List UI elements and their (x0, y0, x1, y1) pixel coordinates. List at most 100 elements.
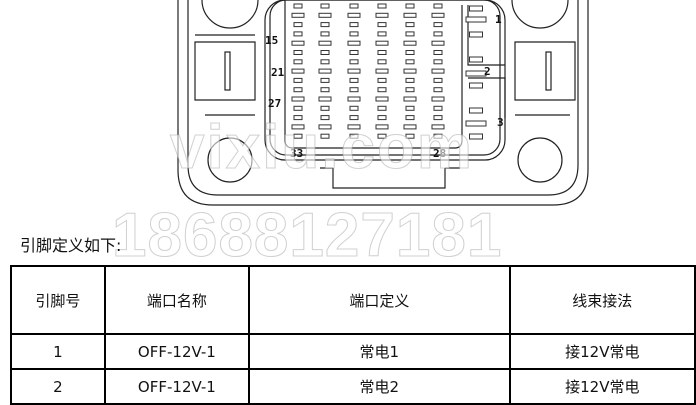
pin-slot (347, 124, 361, 130)
pin-slot (318, 40, 332, 46)
pin-slot (375, 124, 389, 130)
power-pin-slot (469, 31, 483, 38)
table-row: 2 OFF-12V-1 常电2 接12V常电 (10, 368, 696, 405)
pin-label-28: 28 (433, 147, 446, 160)
pin-slot (293, 31, 303, 37)
pin-slot (320, 115, 330, 121)
pin-slot (291, 124, 305, 130)
pin-slot (377, 22, 387, 28)
pin-slot (349, 105, 359, 111)
pin-slot (405, 31, 415, 37)
pin-slot (320, 22, 330, 28)
pin-slot (377, 3, 387, 9)
pin-slot (431, 12, 445, 18)
cell-port-definition: 常电1 (248, 333, 511, 370)
pin-slot (405, 50, 415, 55)
pin-slot (320, 133, 330, 139)
pin-label-1: 1 (495, 13, 502, 26)
pin-slot (405, 133, 415, 139)
pin-slot (375, 40, 389, 46)
pin-slot (293, 133, 303, 139)
pin-slot (377, 133, 387, 139)
pin-slot (320, 3, 330, 9)
pin-slot (377, 105, 387, 111)
pin-slot (405, 105, 415, 111)
pin-slot (403, 68, 417, 74)
pin-slot (377, 50, 387, 55)
pin-slot (291, 12, 305, 18)
pin-slot (293, 115, 303, 121)
pin-slot (433, 77, 443, 83)
pin-slot (349, 115, 359, 121)
pin-slot (405, 59, 415, 65)
pin-label-27: 27 (268, 97, 281, 110)
pin-slot (433, 31, 443, 37)
pin-slot (347, 12, 361, 18)
connector-housing-outline (177, 0, 589, 206)
pin-definition-caption: 引脚定义如下: (20, 236, 122, 255)
power-pin-slot (465, 70, 487, 77)
connector-pinout-diagram: 1 2 3 15 21 27 33 28 (177, 0, 589, 206)
pin-slot (375, 12, 389, 18)
table-row: 1 OFF-12V-1 常电1 接12V常电 (10, 333, 696, 370)
header-port-definition: 端口定义 (248, 265, 511, 335)
pin-slot (347, 40, 361, 46)
pin-slot (349, 22, 359, 28)
pin-slot (403, 96, 417, 102)
pin-slot (293, 3, 303, 9)
power-pin-slot (465, 16, 487, 23)
pin-slot (293, 59, 303, 65)
pin-slot (377, 59, 387, 65)
pin-slot (349, 59, 359, 65)
pin-label-3: 3 (497, 116, 504, 129)
pin-slot (318, 68, 332, 74)
table-header-row: 引脚号 端口名称 端口定义 线束接法 (10, 265, 696, 335)
pin-slot (318, 96, 332, 102)
pin-slot (431, 68, 445, 74)
pin-slot (375, 68, 389, 74)
pin-slot (320, 59, 330, 65)
pin-slot (433, 59, 443, 65)
cell-pin-number: 2 (10, 368, 106, 405)
pin-slot (291, 40, 305, 46)
pin-slot (320, 105, 330, 111)
pin-slot (405, 3, 415, 9)
cell-port-definition: 常电2 (248, 368, 511, 405)
pin-slot (405, 115, 415, 121)
cell-pin-number: 1 (10, 333, 106, 370)
pin-slot (433, 87, 443, 93)
power-pin-slot (469, 5, 483, 12)
pin-slot (320, 77, 330, 83)
pin-slot (318, 124, 332, 130)
power-pin-slot (469, 82, 483, 89)
pin-slot (318, 12, 332, 18)
pin-slot (405, 22, 415, 28)
pin-slot (431, 40, 445, 46)
pin-label-2: 2 (484, 65, 491, 78)
cell-wiring: 接12V常电 (508, 333, 696, 370)
pin-slot (433, 22, 443, 28)
pin-slot (349, 87, 359, 93)
pin-slot (403, 124, 417, 130)
pin-slot (433, 133, 443, 139)
cell-port-name: OFF-12V-1 (103, 333, 251, 370)
pin-slot (349, 77, 359, 83)
header-port-name: 端口名称 (103, 265, 251, 335)
pin-slot (293, 22, 303, 28)
pin-label-33: 33 (290, 147, 303, 160)
pin-slot (403, 40, 417, 46)
pin-slot (375, 96, 389, 102)
cell-port-name: OFF-12V-1 (103, 368, 251, 405)
header-pin-number: 引脚号 (10, 265, 106, 335)
pin-slot (377, 115, 387, 121)
pin-slot (320, 50, 330, 55)
pin-slot (320, 87, 330, 93)
power-pin-slot (469, 107, 483, 114)
pin-slot (377, 77, 387, 83)
power-pin-slot (465, 120, 487, 127)
pin-slot (377, 87, 387, 93)
pin-slot (405, 87, 415, 93)
pin-slot (293, 50, 303, 55)
pin-label-21: 21 (271, 66, 285, 79)
pin-slot (349, 3, 359, 9)
